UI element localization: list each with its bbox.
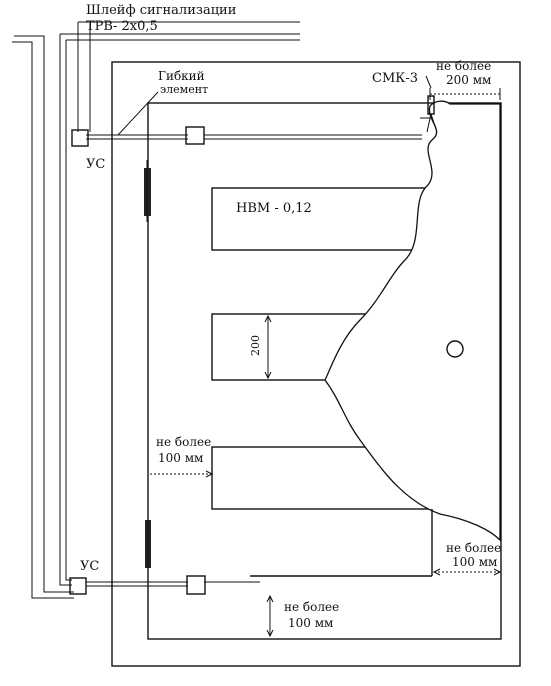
cutaway-region xyxy=(324,100,501,542)
alarm-loop-cable xyxy=(12,21,300,599)
right-note-line1: не более xyxy=(446,541,501,555)
left-note-line2: 100 мм xyxy=(158,451,203,465)
nvm-label: НВМ - 0,12 xyxy=(236,201,312,216)
dim-bottom-100 xyxy=(266,594,274,638)
dim-right-100 xyxy=(432,568,502,576)
top-note-line1: не более xyxy=(436,59,491,73)
dim-200-label: 200 xyxy=(249,335,262,356)
terminal-box-top xyxy=(185,126,205,145)
flexible-element-bottom xyxy=(145,512,151,575)
dim-200-vertical xyxy=(264,314,272,380)
flexible-element-top xyxy=(144,160,151,222)
top-note-line2: 200 мм xyxy=(446,73,491,87)
us-top-label: УС xyxy=(86,157,105,172)
terminal-box-bottom xyxy=(186,575,206,595)
loop-label-line2: ТРВ- 2х0,5 xyxy=(86,19,158,34)
dim-left-100 xyxy=(150,470,214,478)
right-note-line2: 100 мм xyxy=(452,555,497,569)
loop-label-line1: Шлейф сигнализации xyxy=(86,3,236,18)
flex-label-line1: Гибкий xyxy=(158,69,205,83)
top-wiring xyxy=(86,91,432,140)
dim-top-200 xyxy=(429,88,501,100)
smk-contact xyxy=(425,75,438,133)
door-leaf-inner xyxy=(147,102,502,640)
bottom-note-line1: не более xyxy=(284,600,339,614)
left-note-line1: не более xyxy=(156,435,211,449)
flex-label-line2: элемент xyxy=(160,83,208,96)
door-handle-circle xyxy=(446,340,464,358)
bottom-wiring xyxy=(86,581,260,587)
us-bottom-label: УС xyxy=(80,559,99,574)
junction-box-top xyxy=(71,129,89,147)
smk-label: СМК-3 xyxy=(372,71,418,86)
wire-rung-nvm xyxy=(211,187,443,251)
junction-box-bottom xyxy=(69,577,87,595)
door-frame-outer xyxy=(111,61,521,667)
bottom-note-line2: 100 мм xyxy=(288,616,333,630)
